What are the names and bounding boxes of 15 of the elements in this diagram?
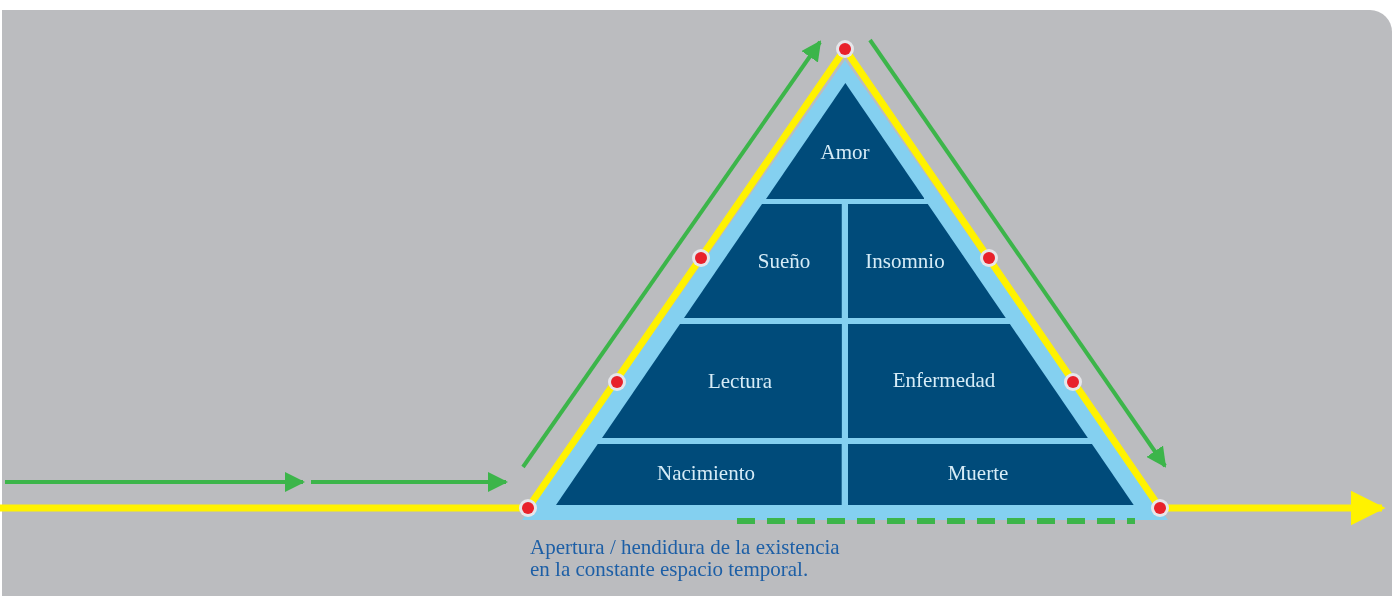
- cell-label: Muerte: [947, 460, 1009, 486]
- pyramid-cell: [848, 324, 1088, 438]
- cell-label: Insomnio: [865, 248, 945, 274]
- cell-label: Sueño: [757, 248, 811, 274]
- pyramid-cell: [848, 444, 1134, 505]
- cell-label: Amor: [820, 139, 870, 165]
- cell-label: Lectura: [707, 368, 773, 394]
- note-text: Apertura / hendidura de la existencia en la constante espacio temporal.: [530, 536, 841, 580]
- pyramid-cell: [848, 204, 1006, 318]
- pyramid-cell: [602, 324, 842, 438]
- pyramid-cell: [765, 83, 925, 199]
- pyramid-cell: [556, 444, 842, 505]
- cell-label: Nacimiento: [657, 460, 755, 486]
- pyramid-cell: [684, 204, 842, 318]
- cell-label: Enfermedad: [892, 367, 996, 393]
